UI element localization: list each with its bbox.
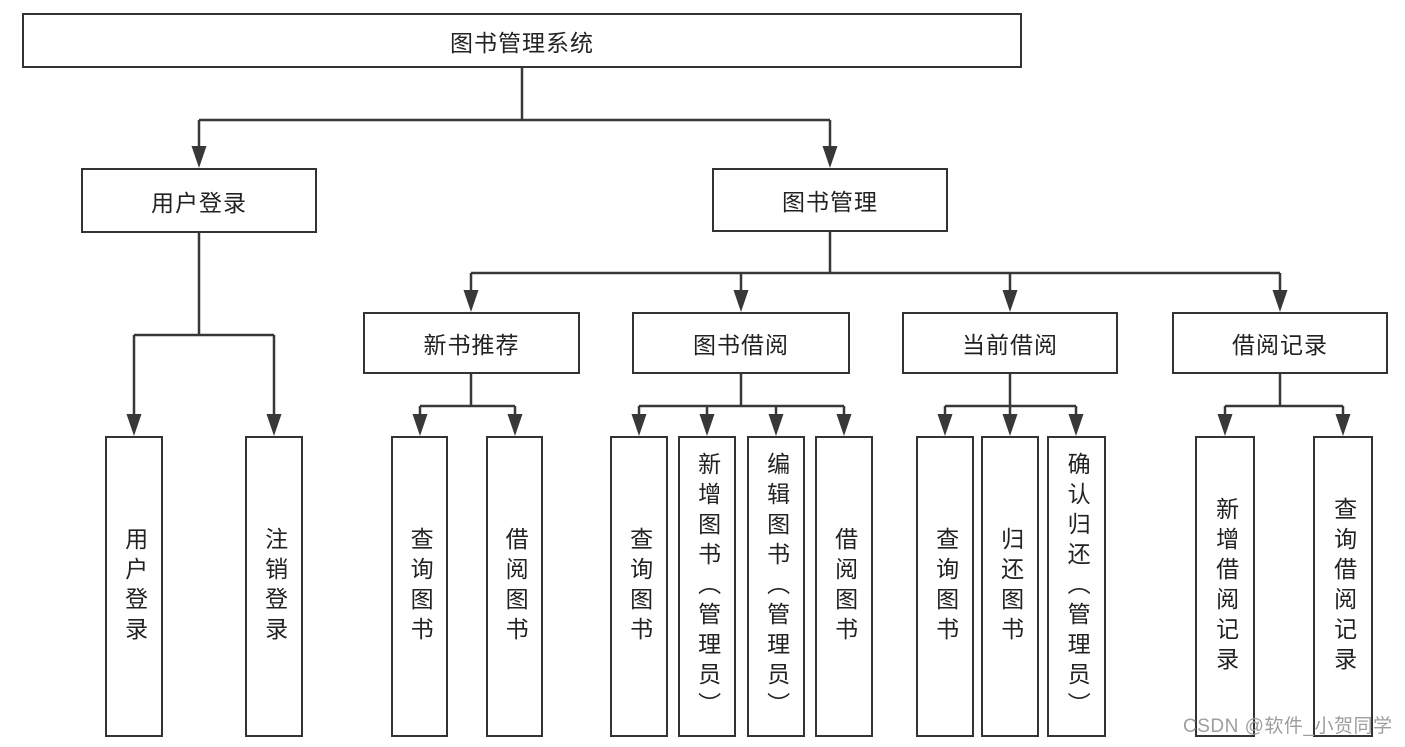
leaf-label: 归还图书: [997, 526, 1024, 647]
node-label: 图书借阅: [693, 332, 789, 358]
node-book-management-branch: 图书管理: [712, 168, 948, 232]
leaf-return-books: 归还图书: [981, 436, 1039, 737]
leaf-user-login: 用户登录: [105, 436, 163, 737]
leaf-label: 查询图书: [407, 526, 434, 647]
node-label: 当前借阅: [962, 332, 1058, 358]
leaf-add-books-admin: 新增图书（管理员）: [678, 436, 736, 737]
leaf-borrow-books-recommend: 借阅图书: [486, 436, 543, 737]
leaf-query-books-recommend: 查询图书: [391, 436, 448, 737]
leaf-label: 查询借阅记录: [1330, 496, 1357, 677]
node-root-label: 图书管理系统: [450, 29, 594, 56]
node-book-borrow: 图书借阅: [632, 312, 850, 374]
csdn-watermark: CSDN @软件_小贺同学: [1183, 716, 1393, 737]
node-root: 图书管理系统: [22, 13, 1022, 68]
leaf-query-books-borrow: 查询图书: [610, 436, 668, 737]
node-label: 新书推荐: [423, 332, 520, 358]
leaf-label: 编辑图书（管理员）: [763, 451, 790, 722]
leaf-label: 借阅图书: [831, 526, 858, 647]
leaf-logout: 注销登录: [245, 436, 303, 737]
leaf-add-borrow-record: 新增借阅记录: [1195, 436, 1255, 737]
node-label: 图书管理: [782, 189, 878, 215]
leaf-label: 借阅图书: [502, 526, 529, 647]
leaf-query-books-current: 查询图书: [916, 436, 974, 737]
leaf-edit-books-admin: 编辑图书（管理员）: [747, 436, 805, 737]
leaf-label: 确认归还（管理员）: [1064, 451, 1091, 722]
leaf-label: 注销登录: [261, 526, 288, 647]
node-label: 用户登录: [151, 189, 247, 216]
leaf-confirm-return-admin: 确认归还（管理员）: [1047, 436, 1106, 737]
node-user-login-branch: 用户登录: [81, 168, 317, 233]
node-current-borrow: 当前借阅: [902, 312, 1118, 374]
connector-group: [132, 68, 1345, 420]
node-label: 借阅记录: [1232, 332, 1328, 358]
leaf-query-borrow-record: 查询借阅记录: [1313, 436, 1373, 737]
leaf-borrow-books: 借阅图书: [815, 436, 873, 737]
leaf-label: 查询图书: [626, 526, 653, 647]
node-new-book-recommend: 新书推荐: [363, 312, 580, 374]
node-borrow-records: 借阅记录: [1172, 312, 1388, 374]
leaf-label: 查询图书: [932, 526, 959, 647]
arrowheads: [126, 146, 1351, 436]
leaf-label: 用户登录: [121, 526, 148, 647]
leaf-label: 新增借阅记录: [1212, 496, 1239, 677]
leaf-label: 新增图书（管理员）: [694, 451, 721, 722]
